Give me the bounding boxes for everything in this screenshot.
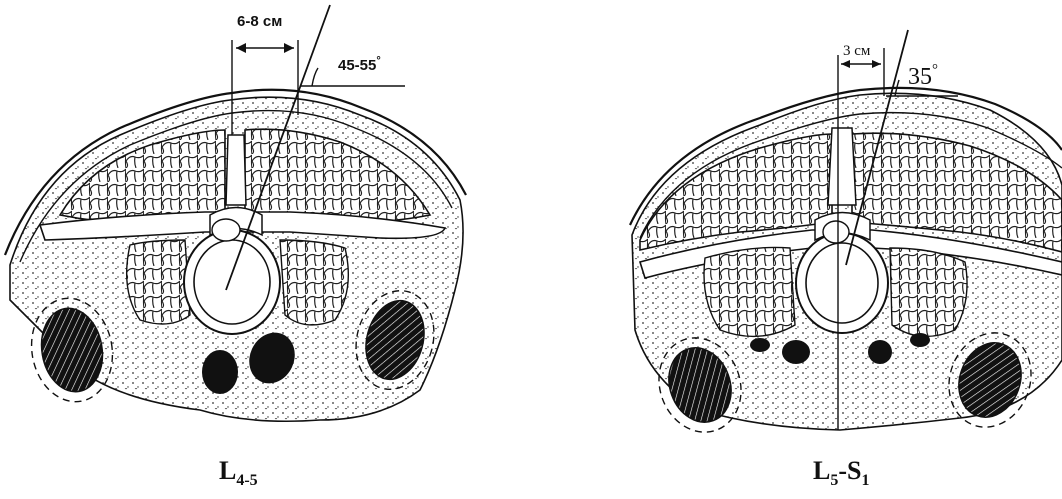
vessel-right-1 xyxy=(782,340,810,364)
distance-label-right: 3 см xyxy=(843,43,871,59)
caption-right-sep: - xyxy=(838,456,847,485)
distance-arrow-right xyxy=(841,60,881,68)
vertebral-body-left xyxy=(194,240,270,324)
caption-left-sub: 4-5 xyxy=(236,472,257,489)
angle-arc-left xyxy=(312,68,318,86)
psoas-left-b xyxy=(280,240,348,325)
psoas-right-a xyxy=(704,247,795,336)
caption-left-main: L xyxy=(219,456,236,485)
angle-label-right: 35° xyxy=(908,62,938,90)
vertebral-body-right xyxy=(806,243,878,323)
dural-sac-left xyxy=(212,219,240,241)
dural-sac-right xyxy=(823,221,849,243)
distance-arrow-left xyxy=(236,43,294,53)
vessel-right-2 xyxy=(868,340,892,364)
caption-right-main-1: L xyxy=(813,456,830,485)
angle-label-left: 45-55° xyxy=(338,55,381,74)
aorta-left xyxy=(202,350,238,394)
distance-label-left: 6-8 см xyxy=(237,13,282,30)
caption-right: L5-S1 xyxy=(813,456,869,490)
psoas-right-b xyxy=(890,248,967,336)
caption-right-sub-2: 1 xyxy=(861,472,869,489)
cross-section-left: 6-8 см 45-55° xyxy=(5,5,466,421)
caption-right-main-2: S xyxy=(847,456,861,485)
cross-section-right: 3 см 35° xyxy=(630,30,1062,444)
vessel-right-3 xyxy=(750,338,770,352)
psoas-left-a xyxy=(127,240,190,324)
spinous-process-right xyxy=(828,128,856,205)
vessel-right-4 xyxy=(910,333,930,347)
caption-left: L4-5 xyxy=(219,456,258,490)
spinous-process-left xyxy=(226,135,246,205)
